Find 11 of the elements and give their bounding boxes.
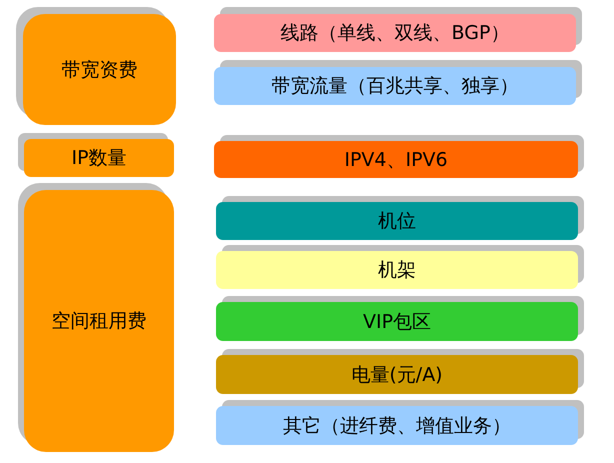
item-bar: 机架 bbox=[216, 251, 578, 289]
item-bar: VIP包区 bbox=[216, 302, 578, 341]
item-bar: 电量(元/A) bbox=[216, 355, 578, 394]
item-bar: 机位 bbox=[216, 202, 578, 240]
item-bar: 带宽流量（百兆共享、独享） bbox=[214, 67, 576, 105]
item-bar: 线路（单线、双线、BGP） bbox=[214, 14, 576, 52]
category-box: 空间租用费 bbox=[24, 190, 174, 452]
category-box: IP数量 bbox=[24, 139, 174, 177]
item-bar: 其它（进纤费、增值业务） bbox=[216, 406, 578, 445]
item-bar: IPV4、IPV6 bbox=[214, 141, 578, 178]
category-box: 带宽资费 bbox=[23, 14, 176, 125]
